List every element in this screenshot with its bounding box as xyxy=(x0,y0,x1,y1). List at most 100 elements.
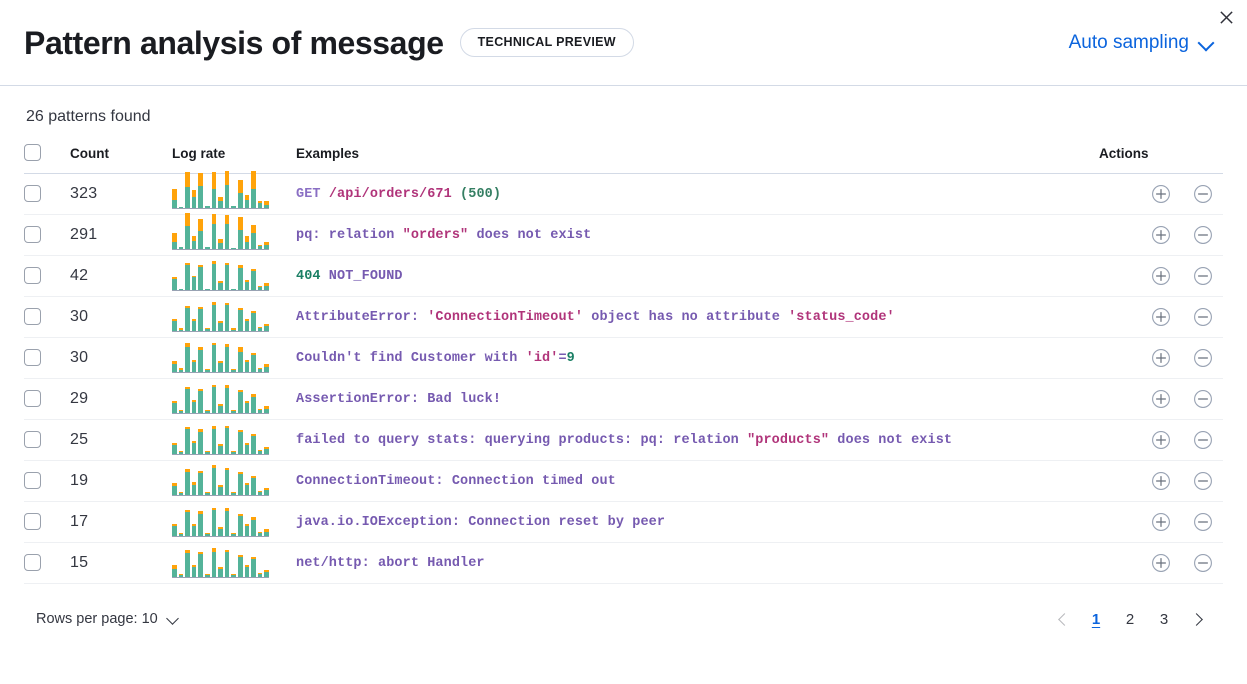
plus-circle-icon[interactable] xyxy=(1151,553,1171,573)
sparkline-bar-segment-orange xyxy=(244,236,250,242)
row-select-checkbox[interactable] xyxy=(24,349,41,367)
example-token: failed to query stats: querying products… xyxy=(296,432,748,448)
sparkline-bar-segment-orange xyxy=(198,219,203,231)
sparkline-bar xyxy=(178,491,184,495)
sparkline-bar xyxy=(204,369,210,372)
sparkline-bar-segment-teal xyxy=(172,320,177,331)
sparkline-bar-segment-teal xyxy=(172,526,177,536)
sparkline-bar-segment-teal xyxy=(264,244,269,249)
sparkline-bar-segment-teal xyxy=(211,509,217,536)
sparkline-bar xyxy=(198,264,203,290)
log-rate-sparkline xyxy=(172,342,269,373)
log-rate-cell xyxy=(172,337,296,379)
sparkline-bar xyxy=(237,513,243,536)
row-select-checkbox[interactable] xyxy=(24,185,41,203)
sparkline-bar-segment-orange xyxy=(237,216,243,231)
sparkline-bar-segment-teal xyxy=(251,436,256,454)
minus-circle-icon[interactable] xyxy=(1193,553,1213,573)
plus-circle-icon[interactable] xyxy=(1151,348,1171,368)
sparkline-bar-segment-orange xyxy=(185,550,190,553)
row-select-checkbox[interactable] xyxy=(24,513,41,531)
plus-circle-icon[interactable] xyxy=(1151,430,1171,450)
select-all-checkbox[interactable] xyxy=(24,144,41,161)
log-rate-sparkline xyxy=(172,507,269,537)
row-select-checkbox[interactable] xyxy=(24,226,41,244)
minus-circle-icon[interactable] xyxy=(1193,471,1213,491)
sparkline-bar-segment-orange xyxy=(251,475,256,478)
sparkline-bar-segment-orange xyxy=(264,487,269,491)
example-cell: failed to query stats: querying products… xyxy=(296,419,1099,461)
log-rate-sparkline xyxy=(172,170,269,209)
auto-sampling-button[interactable]: Auto sampling xyxy=(1069,32,1215,54)
sparkline-bar-segment-orange xyxy=(244,443,250,445)
minus-circle-icon[interactable] xyxy=(1193,307,1213,327)
minus-circle-icon[interactable] xyxy=(1193,348,1213,368)
sparkline-bar-segment-teal xyxy=(218,405,223,413)
chevron-right-icon[interactable] xyxy=(1183,604,1213,634)
sparkline-bar-segment-orange xyxy=(251,225,256,233)
minus-circle-icon[interactable] xyxy=(1193,512,1213,532)
sparkline-bar-segment-orange xyxy=(237,265,243,268)
minus-circle-icon[interactable] xyxy=(1193,184,1213,204)
example-token: /api/orders/671 xyxy=(328,186,452,202)
minus-circle-icon[interactable] xyxy=(1193,266,1213,286)
plus-circle-icon[interactable] xyxy=(1151,471,1171,491)
sparkline-bar-segment-teal xyxy=(224,510,230,536)
example-text: 404 NOT_FOUND xyxy=(296,269,1099,284)
sparkline-bar-segment-teal xyxy=(211,188,217,208)
sparkline-bar-segment-teal xyxy=(224,470,230,495)
sparkline-bar xyxy=(218,360,223,372)
sparkline-bar-segment-orange xyxy=(244,565,250,568)
row-select-checkbox[interactable] xyxy=(24,390,41,408)
example-token: 9 xyxy=(566,350,575,366)
row-select-checkbox[interactable] xyxy=(24,267,41,285)
actions-group xyxy=(1099,184,1223,204)
page-number-1[interactable]: 1 xyxy=(1091,610,1101,628)
page-number-2[interactable]: 2 xyxy=(1125,610,1135,628)
sparkline-bar xyxy=(237,307,243,331)
chevron-left-icon[interactable] xyxy=(1047,604,1077,634)
plus-circle-icon[interactable] xyxy=(1151,225,1171,245)
minus-circle-icon[interactable] xyxy=(1193,389,1213,409)
row-select-cell xyxy=(24,501,70,543)
plus-circle-icon[interactable] xyxy=(1151,512,1171,532)
page-number-3[interactable]: 3 xyxy=(1159,610,1169,628)
sparkline-bar xyxy=(264,200,269,208)
minus-circle-icon[interactable] xyxy=(1193,225,1213,245)
sparkline-bar xyxy=(172,188,177,208)
sparkline-bar xyxy=(198,429,203,454)
sparkline-bar xyxy=(224,302,230,331)
sparkline-bar-segment-teal xyxy=(185,265,190,290)
close-icon[interactable] xyxy=(1211,2,1241,32)
plus-circle-icon[interactable] xyxy=(1151,307,1171,327)
sparkline-bar-segment-teal xyxy=(198,391,203,413)
example-token: "orders" xyxy=(402,227,469,243)
plus-circle-icon[interactable] xyxy=(1151,184,1171,204)
sparkline-bar-segment-teal xyxy=(204,328,210,331)
sparkline-bar-segment-teal xyxy=(237,556,243,577)
row-select-checkbox[interactable] xyxy=(24,472,41,490)
sparkline-bar xyxy=(231,206,236,208)
sparkline-bar xyxy=(191,235,197,249)
sparkline-bar xyxy=(251,556,256,577)
sparkline-bar-segment-orange xyxy=(237,513,243,516)
sparkline-bar xyxy=(218,526,223,536)
sparkline-bar-segment-teal xyxy=(191,442,197,454)
column-header-count[interactable]: Count xyxy=(70,144,172,174)
plus-circle-icon[interactable] xyxy=(1151,389,1171,409)
row-select-checkbox[interactable] xyxy=(24,431,41,449)
row-select-checkbox[interactable] xyxy=(24,554,41,572)
sparkline-bar-segment-teal xyxy=(172,486,177,495)
sparkline-bar-segment-orange xyxy=(257,244,263,246)
sparkline-bar xyxy=(198,172,203,208)
plus-circle-icon[interactable] xyxy=(1151,266,1171,286)
row-select-checkbox[interactable] xyxy=(24,308,41,326)
sparkline-bar xyxy=(257,367,263,372)
minus-circle-icon[interactable] xyxy=(1193,430,1213,450)
sparkline-bar-segment-teal xyxy=(231,206,236,208)
example-token: (500) xyxy=(460,186,502,202)
rows-per-page-button[interactable]: Rows per page: 10 xyxy=(36,611,180,627)
log-rate-sparkline xyxy=(172,302,269,332)
